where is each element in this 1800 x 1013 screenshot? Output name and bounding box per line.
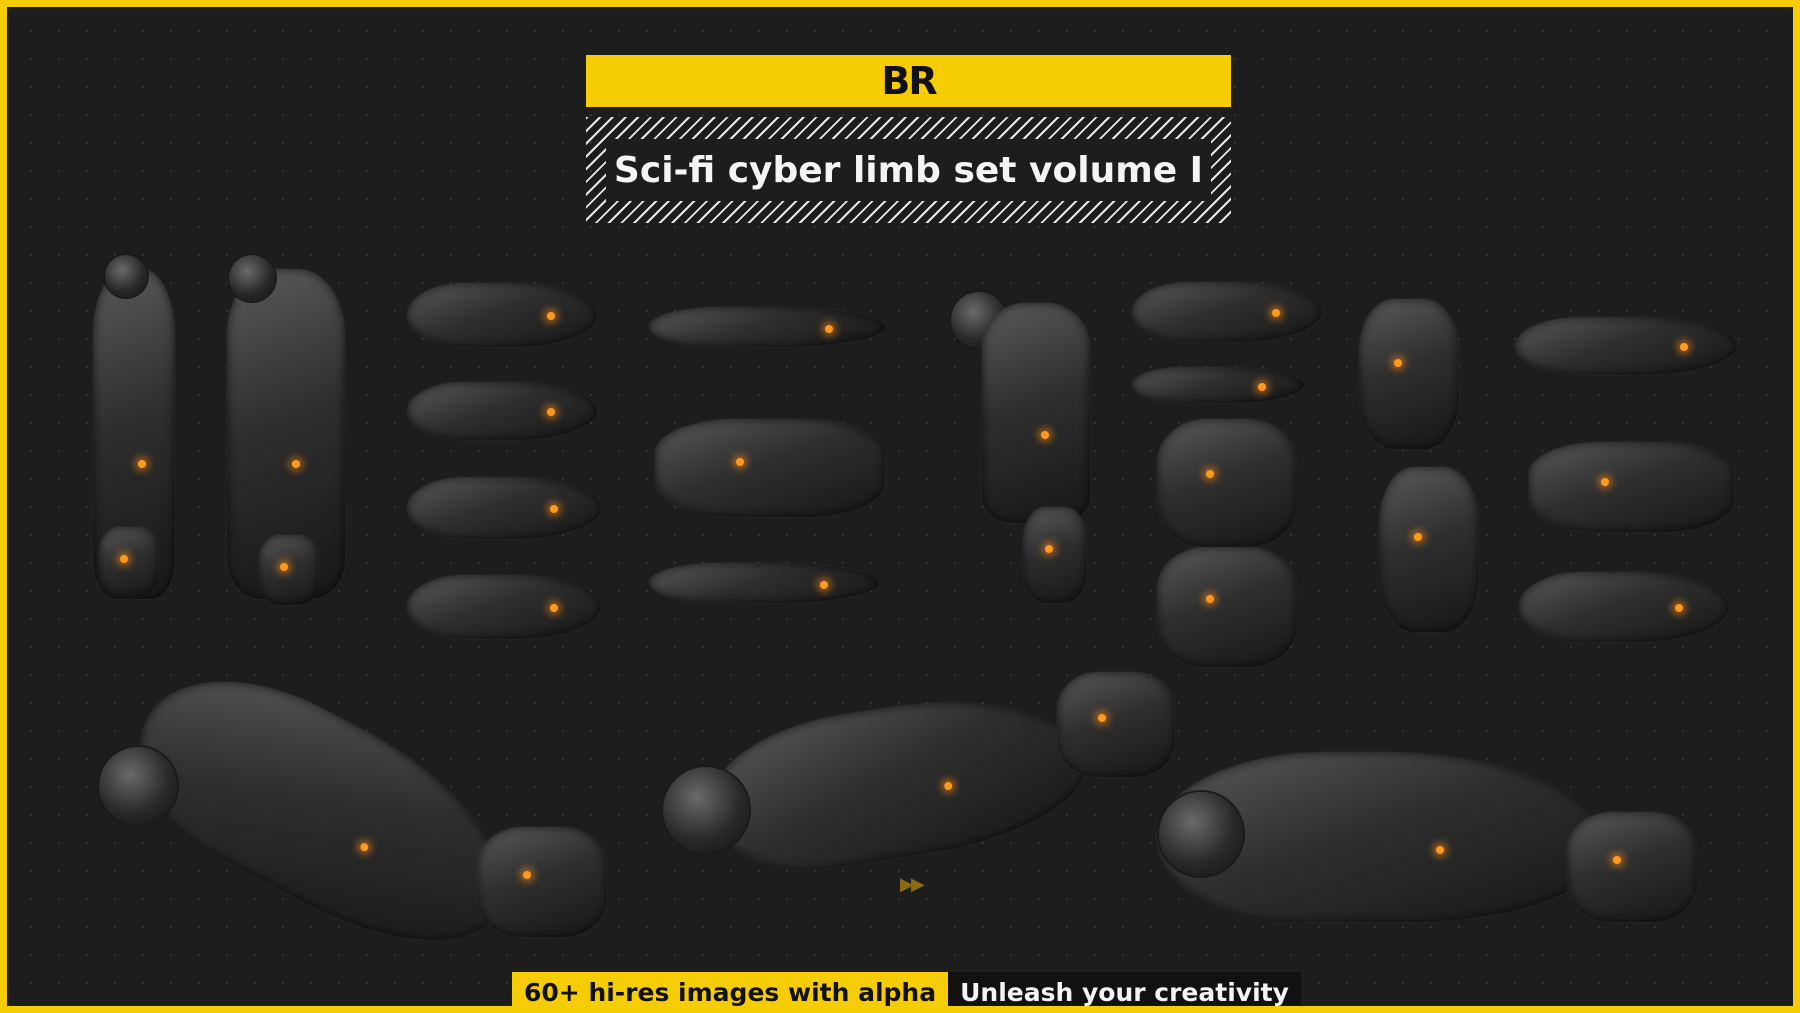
arm-large-right-shoulder: [1159, 792, 1243, 876]
arm-large-left: [105, 637, 544, 985]
page-title: Sci-fi cyber limb set volume I: [613, 149, 1204, 191]
hand-large-left: [477, 827, 607, 937]
hand-middle-vertical: [1023, 507, 1087, 603]
hand-fist-1: [1157, 419, 1297, 547]
arm-large-left-shoulder: [99, 747, 177, 825]
arm-large-middle-shoulder: [663, 767, 749, 853]
title-frame: Sci-fi cyber limb set volume I: [586, 117, 1231, 223]
hand-grip-1: [1359, 299, 1459, 449]
hand-open-top: [655, 419, 885, 517]
arm-vertical-side-shoulder: [229, 255, 275, 301]
forearm-shell-1: [407, 283, 597, 347]
hand-side-1: [649, 307, 885, 347]
footer-badge: 60+ hi-res images with alpha: [512, 972, 949, 1006]
brand-logo: BR: [881, 59, 937, 103]
logo-bar: BR: [586, 55, 1231, 107]
footer-tagline: Unleash your creativity: [948, 972, 1301, 1006]
hand-reach-1: [1515, 317, 1737, 375]
hand-grip-2: [1379, 467, 1479, 632]
fast-forward-icon: ▶▶: [900, 874, 925, 895]
hand-side-2: [649, 563, 879, 603]
forearm-shell-right-1: [1132, 282, 1322, 342]
hand-large-middle: [1057, 672, 1175, 777]
hand-fist-2: [1157, 547, 1297, 667]
forearm-shell-4: [407, 575, 601, 639]
hand-open-right: [1529, 442, 1734, 532]
arm-middle-vertical: [982, 303, 1090, 523]
hand-large-right: [1567, 812, 1697, 922]
hand-vertical-front: [99, 527, 159, 597]
hand-vertical-side: [259, 535, 319, 605]
footer-banner: 60+ hi-res images with alpha Unleash you…: [512, 972, 1301, 1006]
arm-vertical-front-shoulder: [105, 255, 147, 297]
forearm-shell-3: [407, 477, 601, 539]
hand-reach-2: [1519, 572, 1729, 642]
arm-large-middle: [697, 678, 1097, 886]
forearm-shell-2: [407, 382, 597, 440]
title-panel: Sci-fi cyber limb set volume I: [606, 139, 1211, 201]
forearm-shell-right-2: [1132, 367, 1304, 403]
